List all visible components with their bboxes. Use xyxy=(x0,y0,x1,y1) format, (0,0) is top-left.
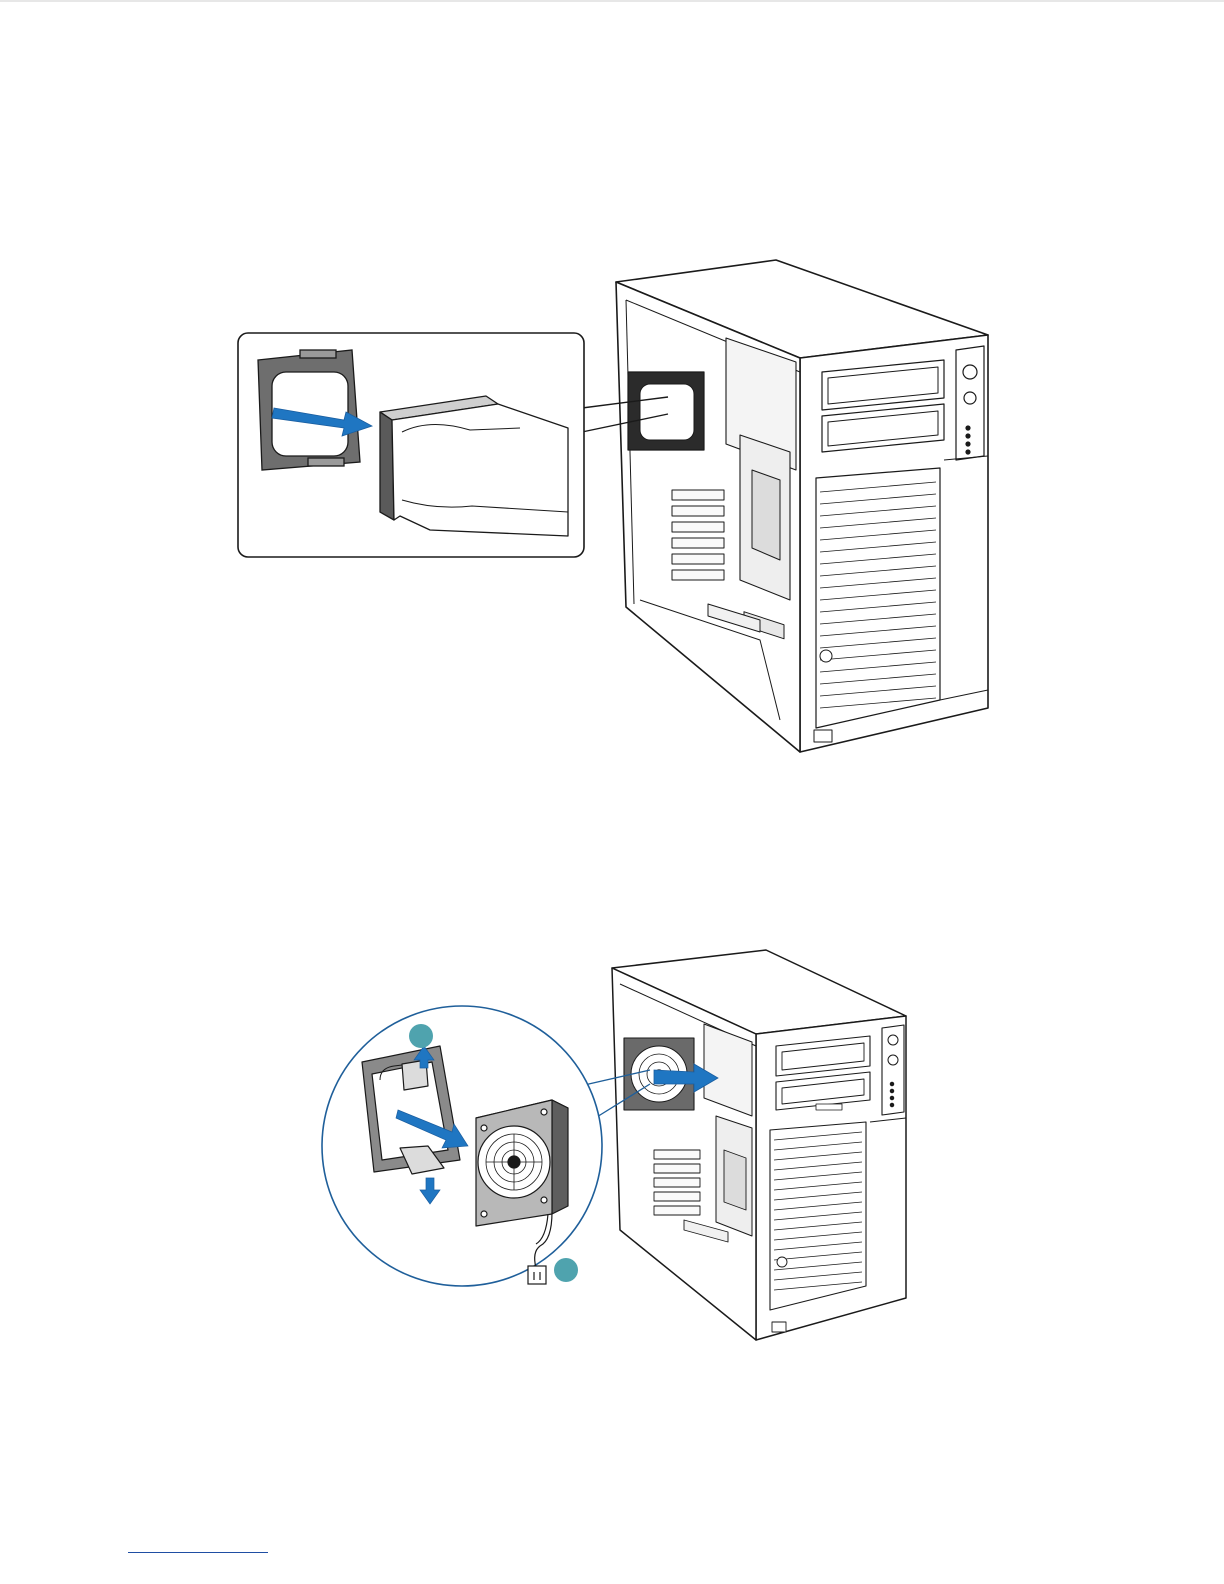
figure-air-duct-removal xyxy=(0,240,1224,770)
callout-badge-icon xyxy=(554,1258,578,1282)
page-top-rule xyxy=(0,0,1224,4)
figure-fan-removal xyxy=(0,935,1224,1350)
callout-panel-air-duct xyxy=(238,333,584,557)
callout-circle-fan xyxy=(322,1006,650,1286)
chassis-icon xyxy=(612,950,906,1340)
chassis-icon xyxy=(616,260,988,752)
callout-badge-icon xyxy=(409,1024,433,1048)
fan-icon xyxy=(476,1100,568,1226)
footer-rule xyxy=(128,1552,268,1553)
